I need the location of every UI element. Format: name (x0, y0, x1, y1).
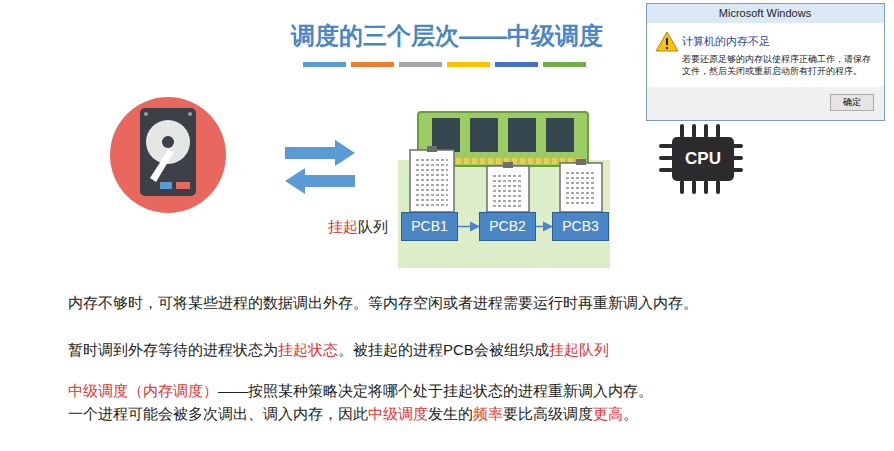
contact (456, 158, 461, 164)
label-text: 队列 (358, 218, 388, 235)
contact (464, 158, 469, 164)
contact (544, 158, 549, 164)
doc-line (416, 189, 448, 190)
contact (496, 158, 501, 164)
doc-line (493, 195, 523, 196)
queue-arrow (536, 226, 552, 228)
box-label: PCB1 (402, 213, 457, 240)
text-line: 一个进程可能会被多次调出、调入内存，因此中级调度发生的频率要比高级调度更高。 (68, 405, 638, 424)
box-label: 确定 (831, 95, 873, 110)
doc-line (416, 194, 448, 195)
pin (661, 156, 671, 160)
doc-line (566, 197, 596, 198)
doc-line (493, 185, 523, 186)
doc-line (566, 192, 596, 193)
contact (552, 158, 557, 164)
doc-line (493, 205, 523, 206)
text-line: 暂时调到外存等待的进程状态为挂起状态。被挂起的进程PCB会被组织成挂起队列 (68, 341, 609, 360)
doc-line (416, 199, 448, 200)
pin (680, 182, 684, 192)
label-text: 挂起状态 (278, 341, 338, 358)
label-text: 更高 (593, 405, 623, 422)
contact (536, 158, 541, 164)
label-text: 中级调度（内存调度） (68, 382, 218, 399)
pin (692, 182, 696, 192)
pin (680, 126, 684, 136)
pcb-box: PCB1 (401, 212, 458, 241)
contact (520, 158, 525, 164)
contact (488, 158, 493, 164)
swap-arrows (285, 140, 355, 194)
hard-disk-icon (110, 97, 226, 213)
pcb-documents (410, 146, 602, 212)
label-text: 。被挂起的进程PCB会被组织成 (338, 341, 549, 358)
doc-line (416, 159, 448, 160)
doc-line (416, 179, 448, 180)
label-text: 内存不够时，可将某些进程的数据调出外存。等内存空闲或者进程需要运行时再重新调入内… (68, 294, 698, 311)
label-text: ——按照某种策略决定将哪个处于挂起状态的进程重新调入内存。 (218, 382, 653, 399)
pin (704, 126, 708, 136)
cpu-pins (661, 126, 741, 192)
box-label: CPU (672, 137, 734, 181)
label-text: 发生的 (428, 405, 473, 422)
ok-button: 确定 (830, 94, 874, 111)
doc-line (566, 202, 596, 203)
doc-line (416, 204, 448, 205)
label-text: 挂起队列 (549, 341, 609, 358)
memory-module (398, 112, 610, 268)
label-text: 。 (623, 405, 638, 422)
pin (704, 182, 708, 192)
pcb-box: PCB3 (552, 212, 609, 241)
contact (472, 158, 477, 164)
dialog-text: Microsoft Windows (646, 7, 884, 19)
cpu-chip: CPU (672, 137, 734, 181)
pin (716, 182, 720, 192)
doc-line (493, 180, 523, 181)
doc-line (493, 190, 523, 191)
pin (716, 126, 720, 136)
dialog-frame (647, 4, 885, 121)
pin (692, 126, 696, 136)
doc-line (566, 172, 596, 173)
contact (528, 158, 533, 164)
label-text: 挂起 (328, 218, 358, 235)
doc-line (566, 187, 596, 188)
label-text: 暂时调到外存等待的进程状态为 (68, 341, 278, 358)
text-line: 挂起队列 (328, 218, 388, 237)
dialog-text: 计算机的内存不足 (682, 34, 770, 49)
doc-line (493, 175, 523, 176)
label-text: 频率 (473, 405, 503, 422)
dialog-text: 若要还原足够的内存以使程序正确工作，请保存文件，然后关闭或重新启动所有打开的程序… (682, 54, 878, 78)
pcb-box: PCB2 (479, 212, 536, 241)
doc-line (566, 182, 596, 183)
doc-line (416, 174, 448, 175)
pin (661, 144, 671, 148)
text-line: 中级调度（内存调度）——按照某种策略决定将哪个处于挂起状态的进程重新调入内存。 (68, 382, 653, 401)
doc-line (416, 169, 448, 170)
label-text: 要比高级调度 (503, 405, 593, 422)
label-text: 中级调度 (368, 405, 428, 422)
doc-line (493, 200, 523, 201)
text-line: 内存不够时，可将某些进程的数据调出外存。等内存空闲或者进程需要运行时再重新调入内… (68, 294, 698, 313)
doc-line (416, 184, 448, 185)
pin (661, 168, 671, 172)
box-label: PCB2 (480, 213, 535, 240)
contact (480, 158, 485, 164)
dialog-box: Microsoft Windows 计算机的内存不足若要还原足够的内存以使程序正确… (646, 3, 884, 120)
queue-arrow (458, 226, 479, 228)
color-bars (303, 62, 586, 67)
doc-line (416, 164, 448, 165)
doc-line (566, 177, 596, 178)
label-text: 一个进程可能会被多次调出、调入内存，因此 (68, 405, 368, 422)
box-label: PCB3 (553, 213, 608, 240)
